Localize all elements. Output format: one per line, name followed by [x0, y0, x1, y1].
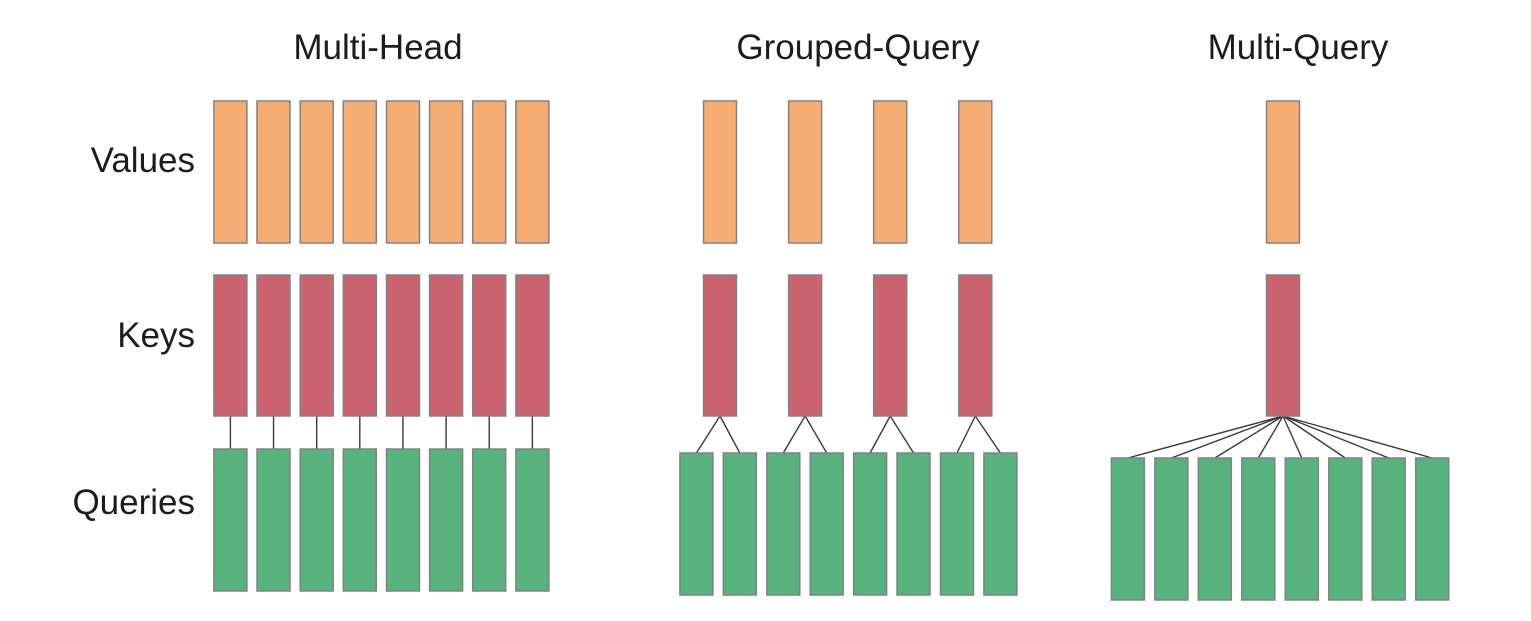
key-query-connector-line	[1127, 415, 1284, 459]
key-head-bar	[872, 274, 908, 417]
key-query-connector-line	[956, 415, 976, 454]
key-query-connector-line	[695, 415, 721, 454]
key-query-connector-line	[1257, 415, 1284, 459]
value-head-bar	[428, 100, 464, 244]
key-head-bar	[299, 274, 334, 417]
query-head-bar	[722, 452, 758, 596]
query-head-bar	[939, 452, 975, 596]
value-head-bar	[213, 100, 248, 244]
key-query-connector-line	[974, 415, 1001, 454]
value-head-bar	[958, 100, 993, 244]
key-query-connector-line	[889, 415, 915, 454]
key-head-bar	[702, 274, 738, 417]
query-head-bar	[1371, 457, 1406, 601]
key-query-connector-line	[1282, 415, 1346, 459]
key-head-bar	[958, 274, 993, 417]
value-head-bar	[787, 100, 823, 244]
panel-multi-query	[1110, 100, 1450, 601]
key-head-bar	[1265, 274, 1301, 417]
query-head-bar	[852, 452, 888, 596]
key-head-bar	[787, 274, 823, 417]
query-head-bar	[1110, 457, 1146, 601]
row-label-values: Values	[90, 141, 195, 180]
value-head-bar	[702, 100, 738, 244]
query-head-bar	[1284, 457, 1320, 601]
query-head-bar	[766, 452, 801, 596]
query-head-bar	[515, 448, 550, 592]
query-head-bar	[471, 448, 507, 592]
query-head-bar	[1328, 457, 1363, 601]
key-head-bar	[385, 274, 421, 417]
query-head-bar	[385, 448, 421, 592]
key-query-connector-line	[782, 415, 806, 454]
key-head-bar	[428, 274, 464, 417]
query-head-bar	[428, 448, 464, 592]
key-query-connector-line	[869, 415, 891, 454]
key-query-connector-line	[1282, 415, 1389, 459]
key-query-connector-line	[804, 415, 828, 454]
query-head-bar	[213, 448, 248, 592]
query-head-bar	[1154, 457, 1189, 601]
value-head-bar	[256, 100, 291, 244]
query-head-bar	[896, 452, 931, 596]
key-query-connector-line	[1282, 415, 1433, 459]
query-head-bar	[256, 448, 291, 592]
panel-title-multi-head: Multi-Head	[293, 28, 463, 67]
query-head-bar	[1241, 457, 1276, 601]
key-head-bar	[213, 274, 248, 417]
key-query-connector-line	[1214, 415, 1284, 459]
panel-title-grouped-query: Grouped-Query	[736, 28, 980, 67]
key-query-connector-line	[719, 415, 741, 454]
query-head-bar	[1414, 457, 1450, 601]
query-head-bar	[342, 448, 378, 592]
key-head-bar	[471, 274, 507, 417]
value-head-bar	[342, 100, 378, 244]
key-head-bar	[342, 274, 378, 417]
query-head-bar	[679, 452, 714, 596]
row-label-queries: Queries	[72, 483, 195, 522]
value-head-bar	[515, 100, 550, 244]
value-head-bar	[299, 100, 334, 244]
panel-grouped-query	[679, 100, 1018, 596]
key-query-connector-line	[1171, 415, 1284, 459]
query-head-bar	[809, 452, 844, 596]
value-head-bar	[471, 100, 507, 244]
value-head-bar	[872, 100, 908, 244]
value-head-bar	[1265, 100, 1301, 244]
panel-multi-head	[213, 100, 550, 592]
key-head-bar	[515, 274, 550, 417]
query-head-bar	[299, 448, 334, 592]
key-head-bar	[256, 274, 291, 417]
key-query-connector-line	[1282, 415, 1303, 459]
query-head-bar	[1197, 457, 1233, 601]
query-head-bar	[983, 452, 1018, 596]
panel-title-multi-query: Multi-Query	[1207, 28, 1389, 67]
row-label-keys: Keys	[117, 316, 195, 355]
value-head-bar	[385, 100, 421, 244]
